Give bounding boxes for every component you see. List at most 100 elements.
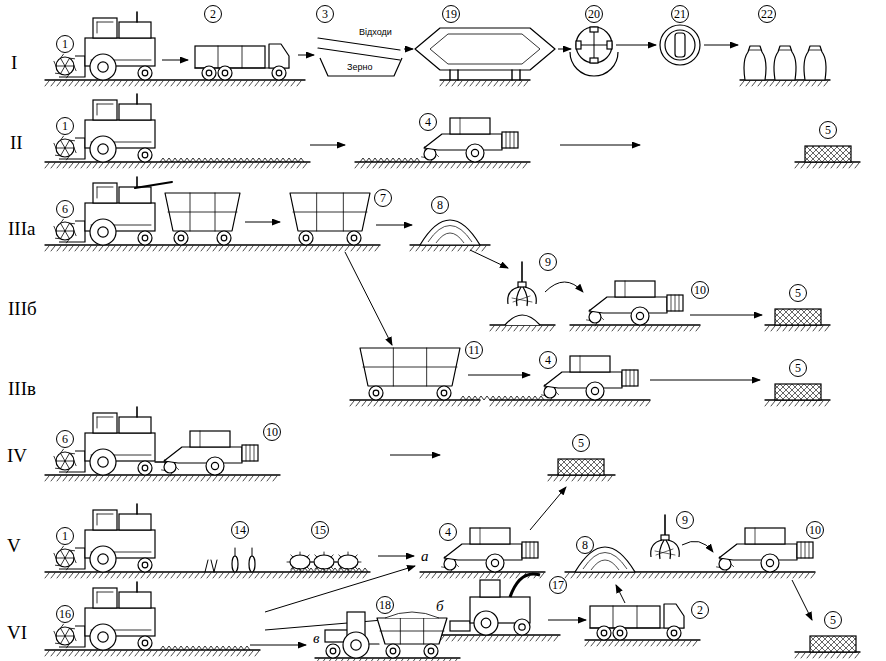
line-art — [135, 246, 139, 251]
line-art — [165, 81, 169, 86]
line-art — [696, 326, 700, 331]
line-art — [255, 476, 259, 481]
part-path — [59, 56, 85, 77]
line-art — [508, 326, 512, 331]
part-circle — [138, 148, 152, 162]
line-art — [755, 528, 756, 544]
line-art — [147, 573, 151, 578]
line-art — [363, 659, 367, 661]
line-art — [675, 641, 679, 646]
line-art — [201, 573, 205, 578]
line-art — [81, 651, 85, 656]
line-art — [136, 12, 138, 22]
part-outline — [797, 542, 813, 558]
line-art — [582, 326, 586, 331]
line-art — [610, 401, 614, 406]
part-circle — [98, 554, 108, 564]
line-art — [452, 246, 456, 251]
part-path — [360, 348, 460, 386]
line-art — [61, 140, 66, 148]
line-art — [213, 651, 217, 656]
part-circle — [98, 457, 108, 467]
line-art — [147, 651, 151, 656]
callout-number: 10 — [266, 426, 278, 438]
part-outline — [810, 636, 856, 652]
callout-number: 8 — [437, 199, 443, 211]
part-outline — [93, 413, 117, 433]
line-art — [813, 163, 817, 168]
line-art — [300, 552, 301, 555]
line-art — [751, 573, 755, 578]
row-label: IIIв — [8, 379, 36, 398]
line-art — [225, 246, 229, 251]
line-art — [356, 401, 360, 406]
part-path — [436, 233, 464, 243]
line-art — [195, 163, 199, 168]
line-art — [765, 326, 769, 331]
line-art — [183, 651, 187, 656]
line-art — [69, 81, 73, 86]
line-art — [679, 573, 683, 578]
line-art — [393, 659, 397, 661]
line-art — [93, 651, 97, 656]
line-art — [195, 573, 199, 578]
line-art — [255, 81, 259, 86]
line-art — [333, 573, 337, 578]
line-art — [568, 401, 572, 406]
line-art — [427, 163, 431, 168]
line-art — [405, 659, 409, 661]
line-art — [237, 81, 241, 86]
line-art — [374, 401, 378, 406]
line-art — [129, 81, 133, 86]
part-outline — [119, 187, 151, 203]
line-art — [297, 246, 301, 251]
part-path — [517, 287, 522, 306]
line-art — [307, 567, 309, 569]
line-art — [195, 81, 199, 86]
line-art — [775, 573, 779, 578]
line-art — [446, 636, 450, 641]
flow-arrow — [376, 225, 412, 226]
line-art — [45, 649, 260, 650]
line-art — [380, 631, 444, 632]
line-art — [548, 636, 552, 641]
line-art — [544, 326, 548, 331]
line-art — [69, 246, 73, 251]
line-art — [560, 476, 564, 481]
line-art — [345, 573, 349, 578]
line-art — [237, 573, 241, 578]
line-art — [65, 453, 70, 461]
line-art — [161, 469, 165, 471]
callout-circle: 10 — [691, 281, 709, 299]
line-art — [207, 246, 211, 251]
line-art — [595, 323, 597, 326]
line-art — [400, 618, 401, 644]
line-art — [65, 461, 74, 462]
line-art — [476, 636, 480, 641]
line-art — [57, 163, 61, 168]
flow-arrow — [704, 45, 738, 46]
line-art — [213, 163, 217, 168]
line-art — [446, 246, 450, 251]
part-path — [719, 544, 797, 560]
line-art — [61, 136, 64, 140]
line-art — [781, 573, 785, 578]
line-art — [219, 651, 223, 656]
part-circle — [56, 549, 74, 567]
line-art — [285, 573, 289, 578]
line-art — [235, 548, 236, 556]
line-art — [249, 476, 253, 481]
line-art — [373, 163, 377, 168]
part-circle — [667, 626, 681, 640]
line-art — [357, 246, 361, 251]
line-art — [207, 573, 211, 578]
callout-circle: 10 — [263, 423, 281, 441]
line-art — [136, 94, 138, 104]
line-art — [422, 401, 426, 406]
line-art — [416, 401, 420, 406]
part-circle — [601, 630, 607, 636]
line-art — [81, 573, 85, 578]
line-art — [74, 461, 76, 466]
part-circle — [369, 386, 383, 400]
part-outline — [590, 58, 598, 63]
